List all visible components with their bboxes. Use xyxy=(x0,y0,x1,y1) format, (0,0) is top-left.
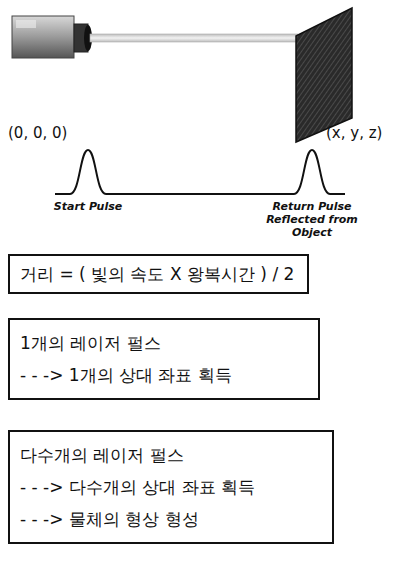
box-text: 거리 = ( 빛의 속도 X 왕복시간 ) / 2 xyxy=(20,263,294,285)
pulse-label: Start Pulse xyxy=(48,200,128,213)
box-text: 다수개의 레이저 펄스 xyxy=(20,444,184,466)
box-text: 1개의 레이저 펄스 xyxy=(20,332,161,354)
box-text: - - -> 다수개의 상대 좌표 획득 xyxy=(20,476,255,498)
laser-beam xyxy=(90,34,298,42)
laser-device xyxy=(12,16,92,58)
text-box: 거리 = ( 빛의 속도 X 왕복시간 ) / 2 xyxy=(8,254,309,294)
pulse-waveform xyxy=(55,150,345,194)
pulse-label: Return Pulse Reflected from Object xyxy=(266,200,358,240)
target-plate xyxy=(296,8,352,142)
text-box: 1개의 레이저 펄스 - - -> 1개의 상대 좌표 획득 xyxy=(8,318,320,400)
box-text: - - -> 1개의 상대 좌표 획득 xyxy=(20,364,232,386)
box-text: - - -> 물체의 형상 형성 xyxy=(20,508,199,530)
text-box: 다수개의 레이저 펄스 - - -> 다수개의 상대 좌표 획득 - - -> 물체… xyxy=(8,430,334,544)
coordinate-label: (x, y, z) xyxy=(326,124,400,142)
coordinate-label: (0, 0, 0) xyxy=(8,124,88,142)
